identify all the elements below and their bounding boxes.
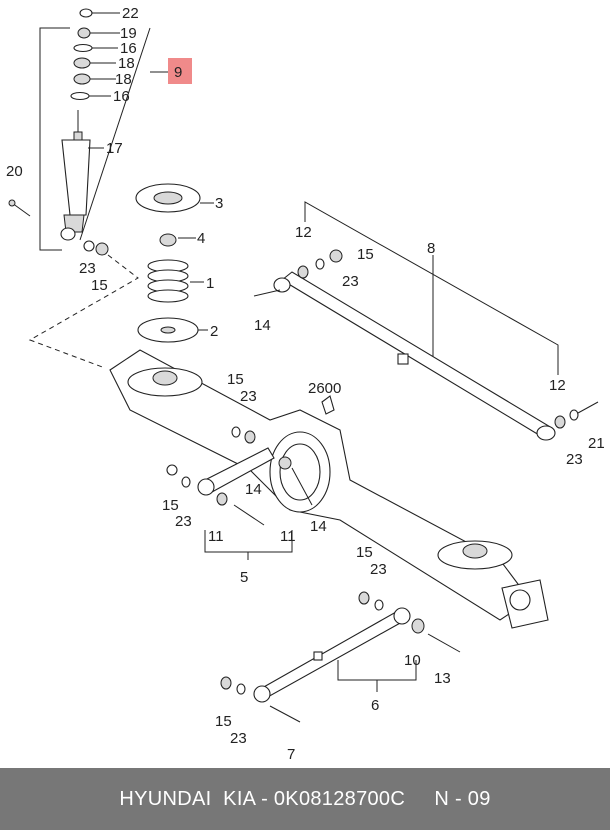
callout-9: 9 — [174, 64, 182, 81]
callout-7: 7 — [287, 746, 295, 763]
callout-23b: 23 — [342, 273, 359, 290]
callout-15a: 15 — [91, 277, 108, 294]
coil-spring-group — [135, 183, 214, 343]
callout-11b: 11 — [280, 528, 296, 545]
callout-16a: 16 — [120, 40, 137, 57]
washer-23a — [83, 240, 95, 252]
callout-15b: 15 — [357, 246, 374, 263]
callout-23c: 23 — [566, 451, 583, 468]
callout-22: 22 — [122, 5, 139, 22]
nut-19 — [77, 27, 91, 39]
upper-control-arm-group — [166, 447, 313, 560]
callout-6: 6 — [371, 697, 379, 714]
nut-15a — [95, 242, 109, 256]
callout-19: 19 — [120, 25, 137, 42]
callout-23f: 23 — [370, 561, 387, 578]
callout-20: 20 — [6, 163, 23, 180]
callout-23a: 23 — [79, 260, 96, 277]
callout-15d: 15 — [162, 497, 179, 514]
callout-21: 21 — [588, 435, 605, 452]
callout-15c: 15 — [227, 371, 244, 388]
callout-23d: 23 — [240, 388, 257, 405]
lower-control-arm-group — [220, 591, 461, 723]
callout-1: 1 — [206, 275, 214, 292]
washer-16a — [73, 43, 93, 53]
callout-13: 13 — [434, 670, 451, 687]
bump-stopper-4 — [159, 233, 177, 247]
callout-labels: 22 19 16 18 18 16 9 17 20 23 15 3 4 1 2 … — [6, 5, 605, 763]
callout-18b: 18 — [115, 71, 132, 88]
callout-2600: 2600 — [308, 380, 341, 397]
callout-4: 4 — [197, 230, 205, 247]
shock-absorber-group — [8, 8, 192, 256]
part-number-footer: HYUNDAI KIA - 0K08128700C N - 09 — [0, 768, 610, 830]
callout-15e: 15 — [356, 544, 373, 561]
rear-suspension-exploded-diagram: 22 19 16 18 18 16 9 17 20 23 15 3 4 1 2 … — [6, 5, 605, 763]
bushing-18b — [73, 73, 91, 85]
lateral-rod-group — [253, 201, 599, 441]
callout-14a: 14 — [254, 317, 271, 334]
callout-14c: 14 — [310, 518, 327, 535]
callout-15f: 15 — [215, 713, 232, 730]
callout-3: 3 — [215, 195, 223, 212]
callout-10: 10 — [404, 652, 421, 669]
callout-2: 2 — [210, 323, 218, 340]
callout-11a: 11 — [208, 528, 224, 545]
callout-8: 8 — [427, 240, 435, 257]
callout-16b: 16 — [113, 88, 130, 105]
highlight-box-9 — [168, 58, 192, 84]
callout-17: 17 — [106, 140, 123, 157]
bushing-18a — [73, 57, 91, 69]
washer-16b — [70, 91, 90, 101]
callout-12a: 12 — [295, 224, 312, 241]
shock-absorber-body — [61, 139, 91, 216]
callout-5: 5 — [240, 569, 248, 586]
nut-22 — [79, 8, 93, 18]
callout-12b: 12 — [549, 377, 566, 394]
callout-23g: 23 — [230, 730, 247, 747]
rear-axle-housing — [109, 349, 549, 629]
callout-14b: 14 — [245, 481, 262, 498]
callout-18a: 18 — [118, 55, 135, 72]
callout-23e: 23 — [175, 513, 192, 530]
